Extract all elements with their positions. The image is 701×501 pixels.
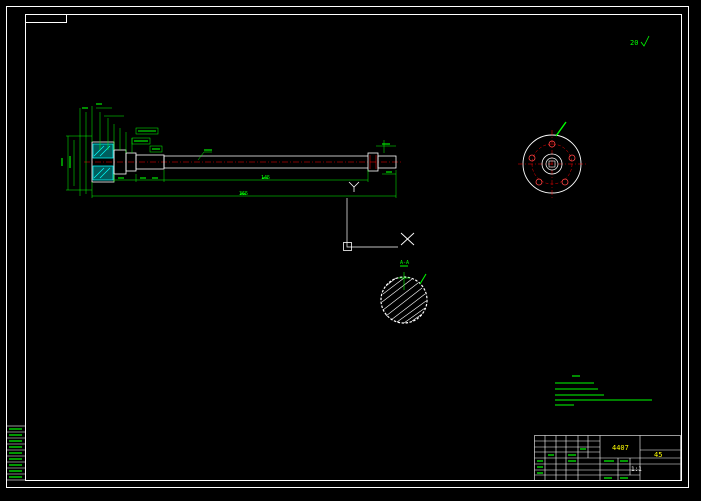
- spline-section-view: [380, 265, 428, 324]
- title-block-text: [537, 448, 628, 479]
- sheet-outer-border: [6, 6, 689, 488]
- drawing-number-box: [25, 14, 67, 23]
- technical-notes: [555, 375, 652, 406]
- side-strip-text: [9, 428, 22, 478]
- shaft-dimensions: [66, 106, 397, 198]
- spline-section-label: A-A: [400, 260, 410, 266]
- ucs-icon[interactable]: [343, 242, 352, 251]
- sheet-inner-border: [25, 14, 682, 481]
- surface-finish-value: 20: [630, 39, 639, 47]
- part-code: 45: [654, 451, 663, 459]
- title-block: [534, 435, 681, 481]
- flange-end-view: [518, 121, 586, 198]
- dimension-text: [61, 103, 392, 195]
- part-name: 4407: [612, 444, 629, 452]
- section-leader: [346, 198, 398, 248]
- shaft-main-view: [84, 141, 402, 183]
- crosshair-icon[interactable]: [400, 232, 415, 246]
- shaft-length-label: 365: [239, 191, 249, 197]
- shaft-segment-label: 145: [261, 175, 271, 181]
- roughness-icon: [640, 35, 650, 47]
- scale-label: 1:1: [631, 466, 642, 473]
- surface-finish-mark: [348, 181, 360, 192]
- side-revision-strip: [6, 425, 26, 481]
